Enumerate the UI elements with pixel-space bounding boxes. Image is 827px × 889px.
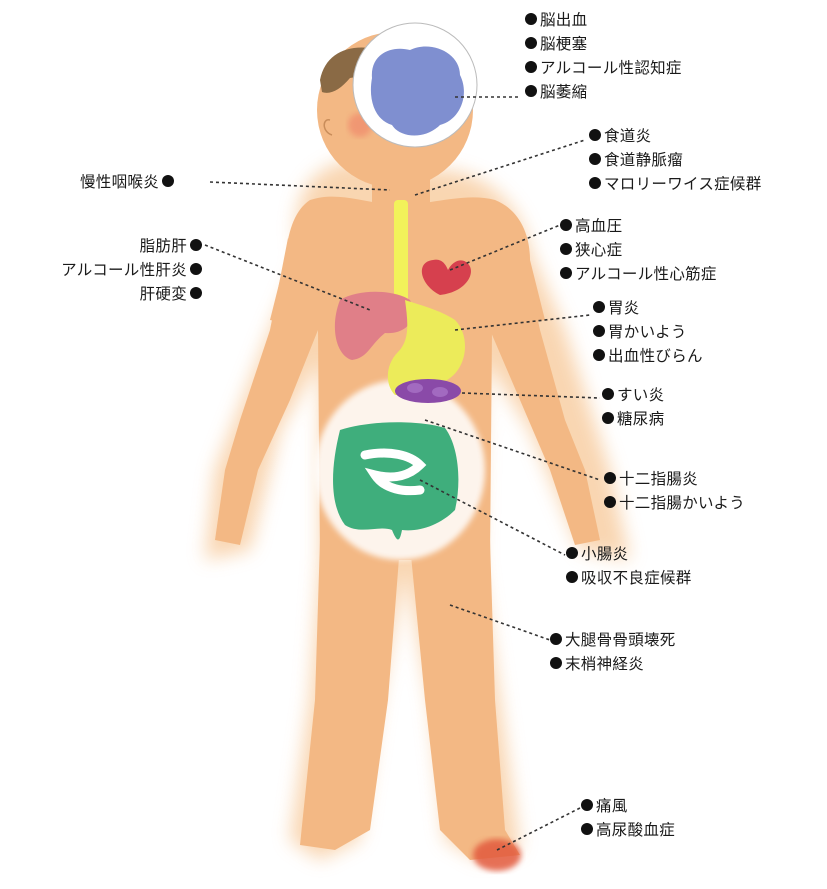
label-group-duodenum: 十二指腸炎 十二指腸かいよう [601,467,745,515]
gout-spot [473,839,521,871]
label-stomach-3: 出血性びらん [590,344,703,368]
bullet-icon [581,823,593,835]
label-group-foot: 痛風 高尿酸血症 [578,794,675,842]
label-pancreas-2: 糖尿病 [599,407,664,431]
label-pancreas-1: すい炎 [599,383,664,407]
label-esophagus-1: 食道炎 [586,124,762,148]
label-brain-3: アルコール性認知症 [522,56,682,80]
label-foot-2: 高尿酸血症 [578,818,675,842]
label-group-leg: 大腿骨骨頭壊死 末梢神経炎 [547,628,676,676]
label-group-liver: 脂肪肝 アルコール性肝炎 肝硬変 [61,234,205,306]
bullet-icon [593,349,605,361]
bullet-icon [560,243,572,255]
bullet-icon [560,267,572,279]
bullet-icon [589,153,601,165]
label-group-pancreas: すい炎 糖尿病 [599,383,664,431]
bullet-icon [525,85,537,97]
bullet-icon [550,657,562,669]
bullet-icon [566,571,578,583]
bullet-icon [589,177,601,189]
label-group-brain: 脳出血 脳梗塞 アルコール性認知症 脳萎縮 [522,8,682,104]
label-brain-2: 脳梗塞 [522,32,682,56]
bullet-icon [602,388,614,400]
bullet-icon [190,263,202,275]
label-brain-4: 脳萎縮 [522,80,682,104]
bullet-icon [525,37,537,49]
label-heart-3: アルコール性心筋症 [557,262,717,286]
bullet-icon [566,547,578,559]
label-stomach-2: 胃かいよう [590,320,703,344]
label-liver-2: アルコール性肝炎 [61,258,205,282]
label-esophagus-2: 食道静脈瘤 [586,148,762,172]
label-stomach-1: 胃炎 [590,296,703,320]
label-group-stomach: 胃炎 胃かいよう 出血性びらん [590,296,703,368]
label-esophagus-3: マロリーワイス症候群 [586,172,762,196]
label-liver-1: 脂肪肝 [61,234,205,258]
bullet-icon [560,219,572,231]
label-brain-1: 脳出血 [522,8,682,32]
bullet-icon [525,61,537,73]
bullet-icon [550,633,562,645]
label-intestine-1: 小腸炎 [563,542,692,566]
esophagus [394,200,408,310]
label-liver-3: 肝硬変 [61,282,205,306]
label-leg-2: 末梢神経炎 [547,652,676,676]
label-group-heart: 高血圧 狭心症 アルコール性心筋症 [557,214,717,286]
bullet-icon [604,496,616,508]
label-foot-1: 痛風 [578,794,675,818]
label-heart-2: 狭心症 [557,238,717,262]
bullet-icon [604,472,616,484]
bullet-icon [190,287,202,299]
bullet-icon [593,301,605,313]
label-duodenum-1: 十二指腸炎 [601,467,745,491]
bullet-icon [162,175,174,187]
label-throat-1: 慢性咽喉炎 [80,170,177,194]
bullet-icon [525,13,537,25]
label-intestine-2: 吸収不良症候群 [563,566,692,590]
label-leg-1: 大腿骨骨頭壊死 [547,628,676,652]
bullet-icon [581,799,593,811]
brain [353,23,477,147]
label-duodenum-2: 十二指腸かいよう [601,491,745,515]
bullet-icon [190,239,202,251]
bullet-icon [602,412,614,424]
label-group-esophagus: 食道炎 食道静脈瘤 マロリーワイス症候群 [586,124,762,196]
label-group-intestine: 小腸炎 吸収不良症候群 [563,542,692,590]
bullet-icon [593,325,605,337]
pancreas [395,379,461,403]
label-group-throat: 慢性咽喉炎 [80,170,177,194]
label-heart-1: 高血圧 [557,214,717,238]
bullet-icon [589,129,601,141]
